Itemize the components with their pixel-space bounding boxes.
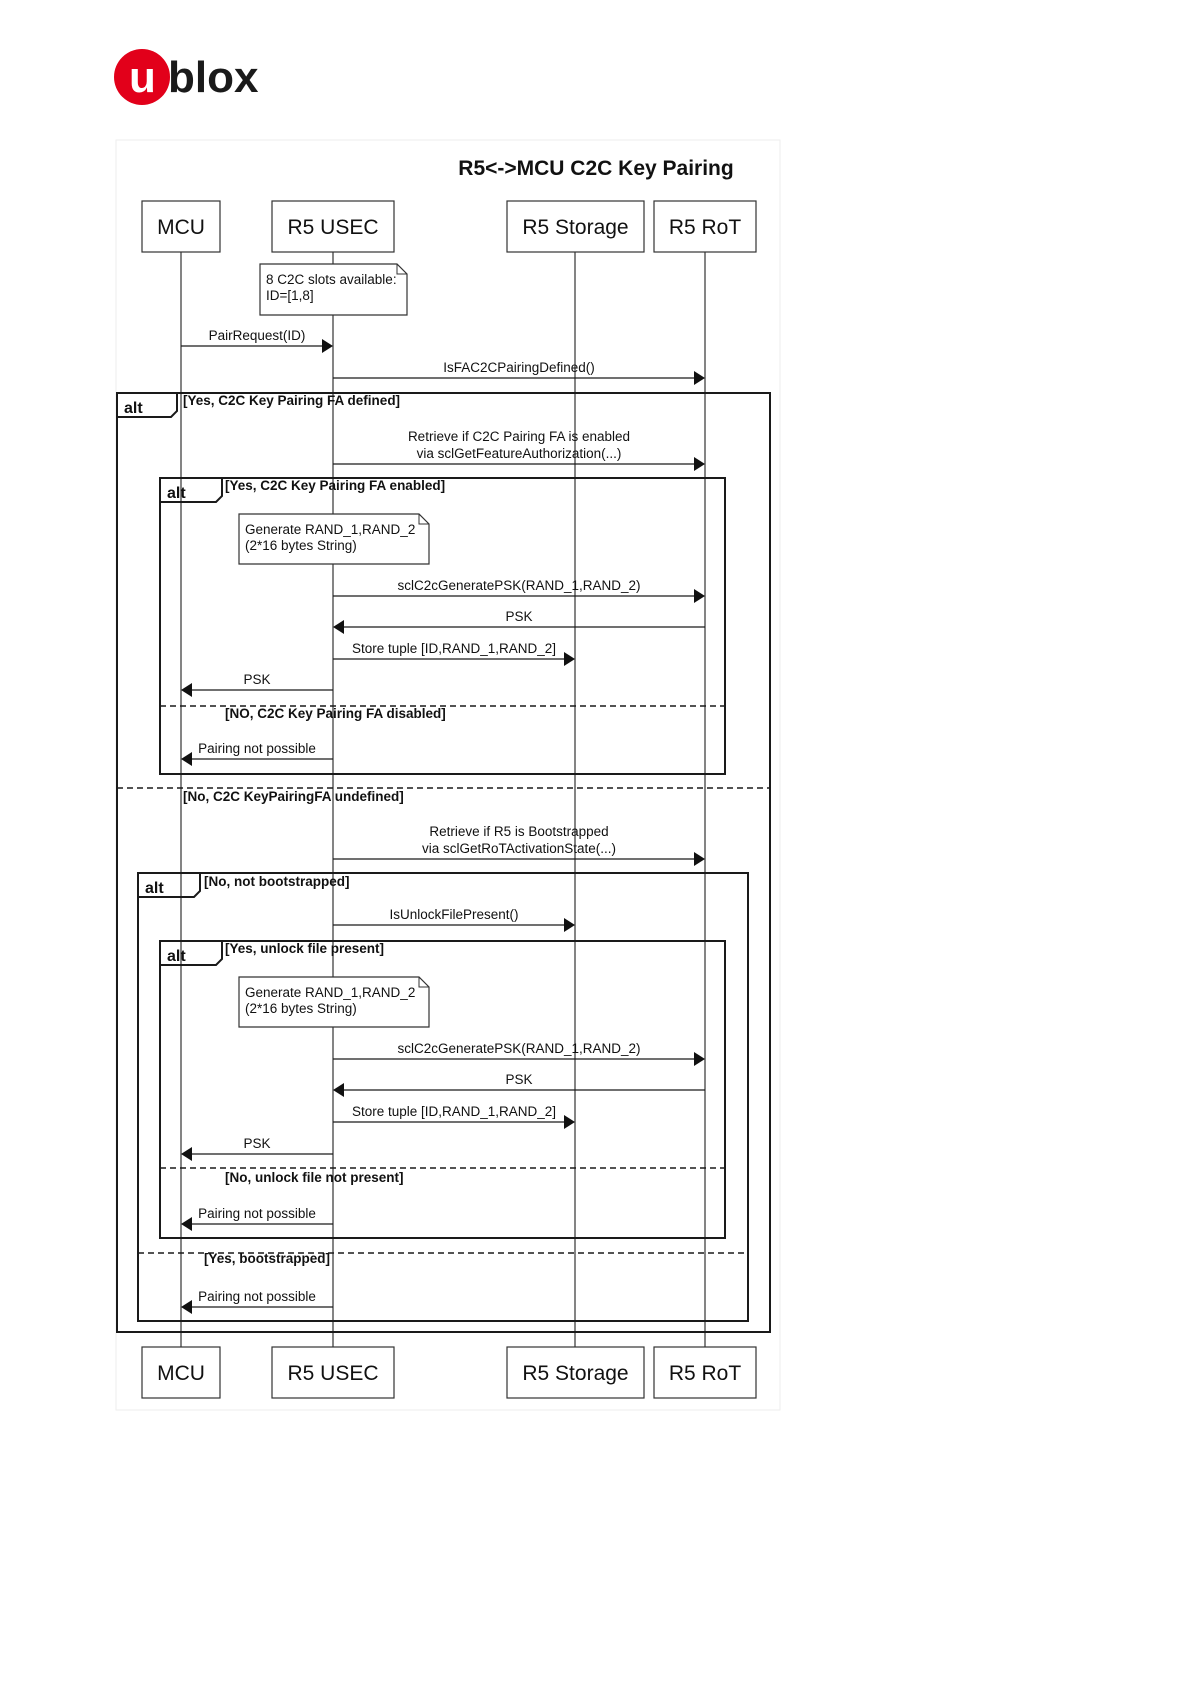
- note-box-2: [238, 513, 430, 565]
- message-label: PSK: [243, 672, 270, 687]
- arrowhead-icon: [333, 620, 344, 634]
- message-label: Pairing not possible: [198, 1206, 316, 1221]
- participant-bottom-2: [271, 1346, 395, 1399]
- participant-top-3: [506, 200, 645, 253]
- message-label: via sclGetRoTActivationState(...): [422, 841, 616, 856]
- participant-bottom-3: [506, 1346, 645, 1399]
- note-fold: [418, 514, 429, 525]
- arrowhead-icon: [181, 1147, 192, 1161]
- participant-bottom-1: [141, 1346, 221, 1399]
- message-label: Store tuple [ID,RAND_1,RAND_2]: [352, 1104, 556, 1119]
- alt-keyword: alt: [167, 948, 186, 965]
- alt-keyword: alt: [124, 400, 143, 417]
- ublox-logo: u blox: [114, 49, 259, 105]
- arrowhead-icon: [694, 1052, 705, 1066]
- arrowhead-icon: [694, 852, 705, 866]
- participant-label: R5 RoT: [669, 1362, 742, 1385]
- participant-label: MCU: [157, 216, 205, 239]
- guard-condition: [No, C2C KeyPairingFA undefined]: [183, 789, 404, 804]
- guard-condition: [Yes, bootstrapped]: [204, 1251, 330, 1266]
- message-label: Pairing not possible: [198, 1289, 316, 1304]
- message-label: IsUnlockFilePresent(): [389, 907, 518, 922]
- message-label: PSK: [505, 1072, 532, 1087]
- message-label: PSK: [243, 1136, 270, 1151]
- alt-fragment-2: [159, 477, 726, 775]
- message-label: Store tuple [ID,RAND_1,RAND_2]: [352, 641, 556, 656]
- guard-condition: [Yes, C2C Key Pairing FA defined]: [183, 393, 400, 408]
- logo-wordmark: blox: [168, 53, 259, 102]
- alt-tab-4: [160, 941, 223, 966]
- note-text: (2*16 bytes String): [245, 1001, 357, 1016]
- message-label: sclC2cGeneratePSK(RAND_1,RAND_2): [397, 1041, 640, 1056]
- guard-condition: [No, not bootstrapped]: [204, 874, 349, 889]
- arrowhead-icon: [694, 589, 705, 603]
- arrowhead-icon: [694, 371, 705, 385]
- diagram-title: R5<->MCU C2C Key Pairing: [458, 157, 733, 180]
- participant-label: R5 Storage: [522, 216, 628, 239]
- message-label: PairRequest(ID): [209, 328, 306, 343]
- participant-label: R5 Storage: [522, 1362, 628, 1385]
- note-text: 8 C2C slots available:: [266, 272, 397, 287]
- arrowhead-icon: [181, 752, 192, 766]
- participant-top-2: [271, 200, 395, 253]
- message-label: sclC2cGeneratePSK(RAND_1,RAND_2): [397, 578, 640, 593]
- logo-red-circle: [114, 49, 170, 105]
- arrowhead-icon: [333, 1083, 344, 1097]
- message-label: Retrieve if C2C Pairing FA is enabled: [408, 429, 630, 444]
- arrowhead-icon: [564, 918, 575, 932]
- participant-bottom-4: [653, 1346, 757, 1399]
- note-text: ID=[1,8]: [266, 288, 314, 303]
- participant-label: R5 USEC: [287, 216, 378, 239]
- alt-tab-2: [160, 478, 223, 503]
- guard-condition: [Yes, unlock file present]: [225, 941, 384, 956]
- participant-top-1: [141, 200, 221, 253]
- guard-condition: [No, unlock file not present]: [225, 1170, 404, 1185]
- arrowhead-icon: [694, 457, 705, 471]
- note-box-3: [238, 976, 430, 1028]
- participant-label: R5 RoT: [669, 216, 742, 239]
- alt-tab-3: [138, 873, 201, 898]
- arrowhead-icon: [564, 1115, 575, 1129]
- message-label: Retrieve if R5 is Bootstrapped: [429, 824, 608, 839]
- guard-condition: [Yes, C2C Key Pairing FA enabled]: [225, 478, 445, 493]
- note-fold: [418, 977, 429, 988]
- arrowhead-icon: [181, 683, 192, 697]
- participant-label: R5 USEC: [287, 1362, 378, 1385]
- participant-top-4: [653, 200, 757, 253]
- arrowhead-icon: [564, 652, 575, 666]
- arrowhead-icon: [181, 1217, 192, 1231]
- note-fold: [396, 264, 407, 275]
- message-label: Pairing not possible: [198, 741, 316, 756]
- alt-keyword: alt: [145, 880, 164, 897]
- message-label: IsFAC2CPairingDefined(): [443, 360, 595, 375]
- note-text: Generate RAND_1,RAND_2: [245, 522, 415, 537]
- note-text: (2*16 bytes String): [245, 538, 357, 553]
- alt-fragment-3: [137, 872, 749, 1322]
- message-label: via sclGetFeatureAuthorization(...): [417, 446, 622, 461]
- guard-condition: [NO, C2C Key Pairing FA disabled]: [225, 706, 446, 721]
- alt-fragment-1: [116, 392, 771, 1333]
- note-text: Generate RAND_1,RAND_2: [245, 985, 415, 1000]
- logo-u: u: [129, 53, 156, 102]
- alt-fragment-4: [159, 940, 726, 1239]
- alt-tab-1: [117, 393, 178, 418]
- arrowhead-icon: [181, 1300, 192, 1314]
- participant-label: MCU: [157, 1362, 205, 1385]
- alt-keyword: alt: [167, 485, 186, 502]
- message-label: PSK: [505, 609, 532, 624]
- arrowhead-icon: [322, 339, 333, 353]
- note-box-1: [259, 263, 408, 316]
